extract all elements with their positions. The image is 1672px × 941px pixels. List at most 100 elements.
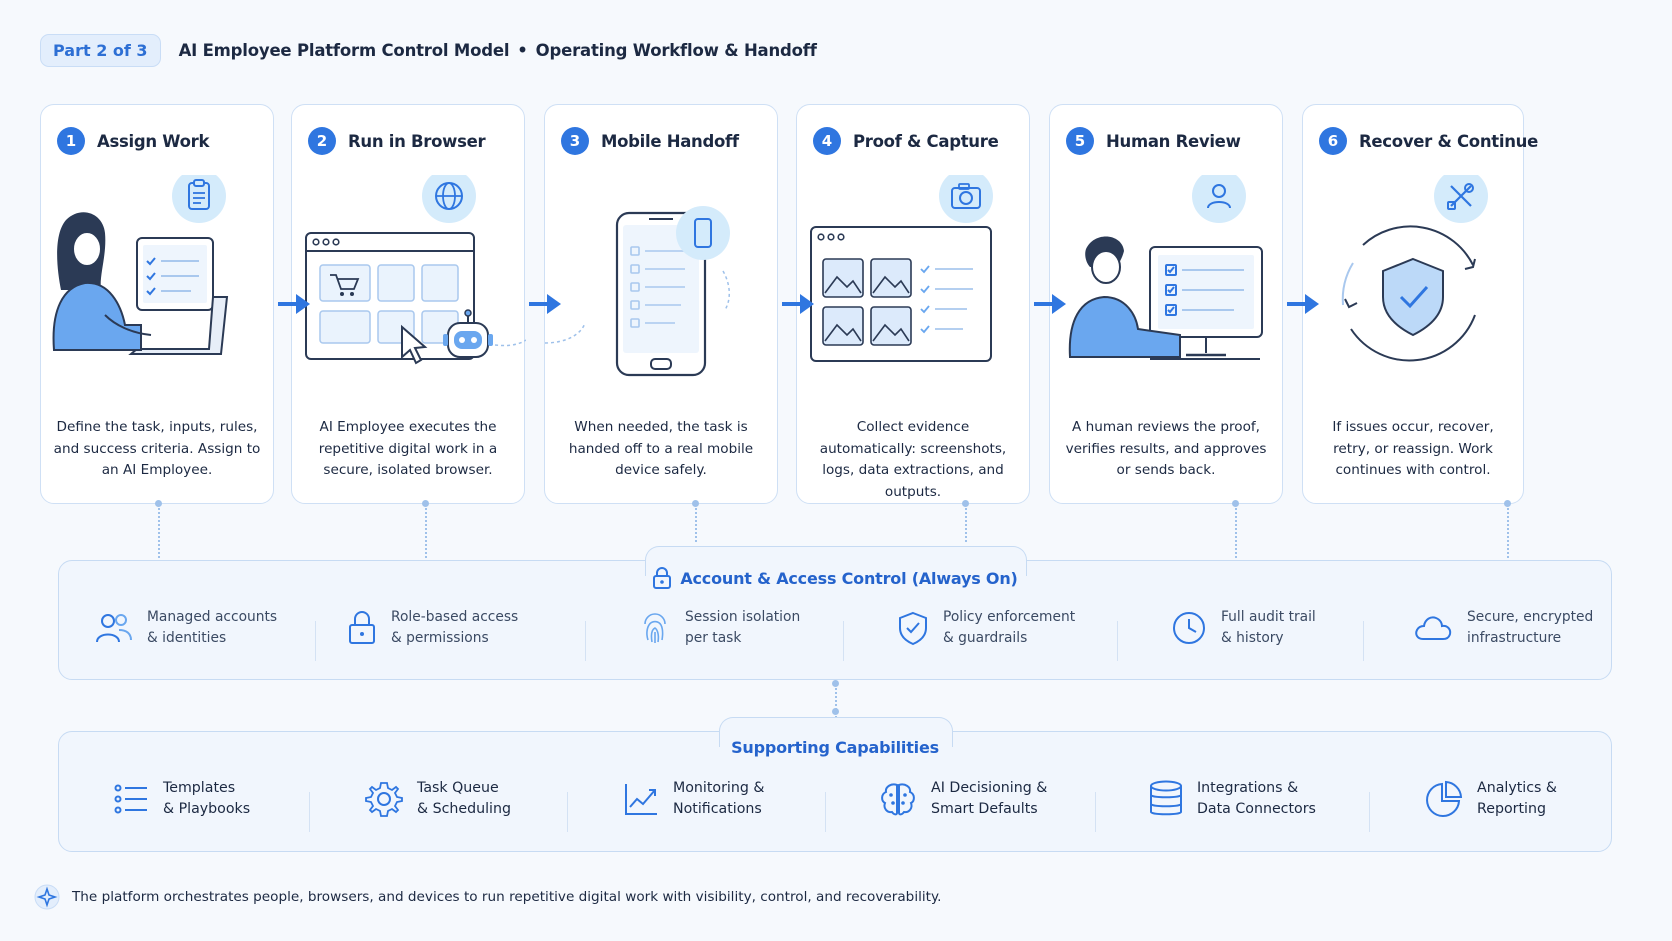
divider xyxy=(1369,792,1370,832)
fingerprint-icon xyxy=(644,613,666,643)
lock-icon xyxy=(653,567,672,589)
support-item-label: Analytics & Reporting xyxy=(1477,780,1557,817)
step-title: Human Review xyxy=(1106,131,1241,151)
shield-check-icon xyxy=(899,611,927,646)
access-control-title: Account & Access Control (Always On) xyxy=(59,567,1611,589)
step-card-run-in-browser: 2 Run in Browser xyxy=(291,104,526,504)
user-icon xyxy=(1192,175,1246,223)
list-icon xyxy=(114,784,147,814)
connector-dot xyxy=(155,500,162,507)
mobile-device-illustration xyxy=(545,206,730,377)
access-item-session: Session isolation per task xyxy=(639,607,800,649)
connector-dot xyxy=(1232,500,1239,507)
connector-dot xyxy=(692,500,699,507)
support-item-label: Integrations & Data Connectors xyxy=(1197,780,1316,817)
arrow-right-icon xyxy=(1034,294,1066,314)
divider xyxy=(1363,621,1364,661)
arrow-right-icon xyxy=(278,294,310,314)
phone-icon xyxy=(676,206,730,260)
connector-dot xyxy=(832,680,839,687)
arrow-right-icon xyxy=(1287,294,1319,314)
clipboard-icon xyxy=(172,175,226,223)
brain-icon xyxy=(881,783,915,816)
connector-line xyxy=(1235,504,1237,558)
step-number: 4 xyxy=(813,127,841,155)
step-title: Recover & Continue xyxy=(1359,131,1538,151)
support-item-templates: Templates & Playbooks xyxy=(113,778,250,820)
panel-tab xyxy=(719,717,953,747)
footer-text: The platform orchestrates people, browse… xyxy=(72,889,942,905)
support-item-label: Task Queue & Scheduling xyxy=(417,780,511,817)
access-item-label: Managed accounts & identities xyxy=(147,609,278,646)
support-item-task-queue: Task Queue & Scheduling xyxy=(365,778,511,820)
globe-icon xyxy=(422,175,476,223)
sparkle-icon xyxy=(34,884,60,910)
access-control-title-text: Account & Access Control (Always On) xyxy=(680,569,1018,588)
connector-line xyxy=(425,504,427,558)
divider xyxy=(843,621,844,661)
access-item-label: Full audit trail & history xyxy=(1221,609,1316,646)
support-item-label: Monitoring & Notifications xyxy=(673,780,765,817)
divider xyxy=(1117,621,1118,661)
support-item-analytics: Analytics & Reporting xyxy=(1425,778,1557,820)
step-number: 5 xyxy=(1066,127,1094,155)
access-item-audit: Full audit trail & history xyxy=(1171,607,1316,649)
tools-icon xyxy=(1434,175,1488,223)
connector-dot xyxy=(1504,500,1511,507)
access-item-label: Session isolation per task xyxy=(685,609,801,646)
support-item-integrations: Integrations & Data Connectors xyxy=(1149,778,1316,820)
recovery-shield-illustration xyxy=(1341,175,1488,362)
page-title: AI Employee Platform Control Model•Opera… xyxy=(179,41,817,60)
browser-robot-illustration xyxy=(305,175,526,365)
access-item-rbac: Role-based access & permissions xyxy=(347,607,518,649)
step-description: If issues occur, recover, retry, or reas… xyxy=(1332,419,1494,478)
supporting-capabilities-panel: Supporting Capabilities Templates & Play… xyxy=(58,717,1612,852)
header: Part 2 of 3 AI Employee Platform Control… xyxy=(40,34,817,67)
clock-icon xyxy=(1173,612,1205,644)
step-title: Mobile Handoff xyxy=(601,131,739,151)
divider xyxy=(315,621,316,661)
step-description: Define the task, inputs, rules, and succ… xyxy=(53,419,261,478)
access-item-policy: Policy enforcement & guardrails xyxy=(897,607,1075,649)
access-item-label: Secure, encrypted infrastructure xyxy=(1467,609,1594,646)
step-number: 1 xyxy=(57,127,85,155)
arrow-right-icon xyxy=(529,294,561,314)
panel-tab xyxy=(645,546,1027,576)
title-text: AI Employee Platform Control Model xyxy=(178,41,510,60)
database-icon xyxy=(1150,780,1182,816)
step-title: Assign Work xyxy=(97,131,210,151)
connector-dot xyxy=(832,708,839,715)
step-number: 6 xyxy=(1319,127,1347,155)
step-number: 3 xyxy=(561,127,589,155)
supporting-title: Supporting Capabilities xyxy=(731,738,939,757)
step-description: AI Employee executes the repetitive digi… xyxy=(318,419,498,478)
step-card-assign-work: 1 Assign Work xyxy=(40,104,274,504)
lock-icon xyxy=(349,611,375,644)
step-title: Run in Browser xyxy=(348,131,486,151)
step-description: A human reviews the proof, verifies resu… xyxy=(1065,419,1267,478)
camera-icon xyxy=(939,175,993,223)
support-item-label: AI Decisioning & Smart Defaults xyxy=(931,780,1048,817)
divider xyxy=(1095,792,1096,832)
access-item-label: Policy enforcement & guardrails xyxy=(943,609,1076,646)
chart-line-icon xyxy=(625,784,657,815)
person-laptop-illustration xyxy=(52,175,229,355)
connector-dot xyxy=(962,500,969,507)
support-item-label: Templates & Playbooks xyxy=(163,780,251,817)
access-control-panel: Account & Access Control (Always On) Man… xyxy=(58,546,1612,680)
step-card-mobile-handoff: 3 Mobile Handoff When needed, the xyxy=(544,104,778,504)
support-item-monitoring: Monitoring & Notifications xyxy=(623,778,764,820)
gear-icon xyxy=(365,782,403,817)
access-item-infrastructure: Secure, encrypted infrastructure xyxy=(1413,607,1593,649)
connector-line xyxy=(965,504,967,542)
arrow-right-icon xyxy=(782,294,814,314)
users-icon xyxy=(96,614,132,643)
connector-line xyxy=(695,504,697,542)
title-separator: • xyxy=(517,41,528,60)
divider xyxy=(567,792,568,832)
cloud-icon xyxy=(1415,616,1452,640)
connector-line xyxy=(1507,504,1509,558)
step-card-recover-continue: 6 Recover & Continue If issues occur, re… xyxy=(1302,104,1538,504)
connector-dot xyxy=(422,500,429,507)
step-card-proof-capture: 4 Proof & Capture xyxy=(796,104,1030,504)
